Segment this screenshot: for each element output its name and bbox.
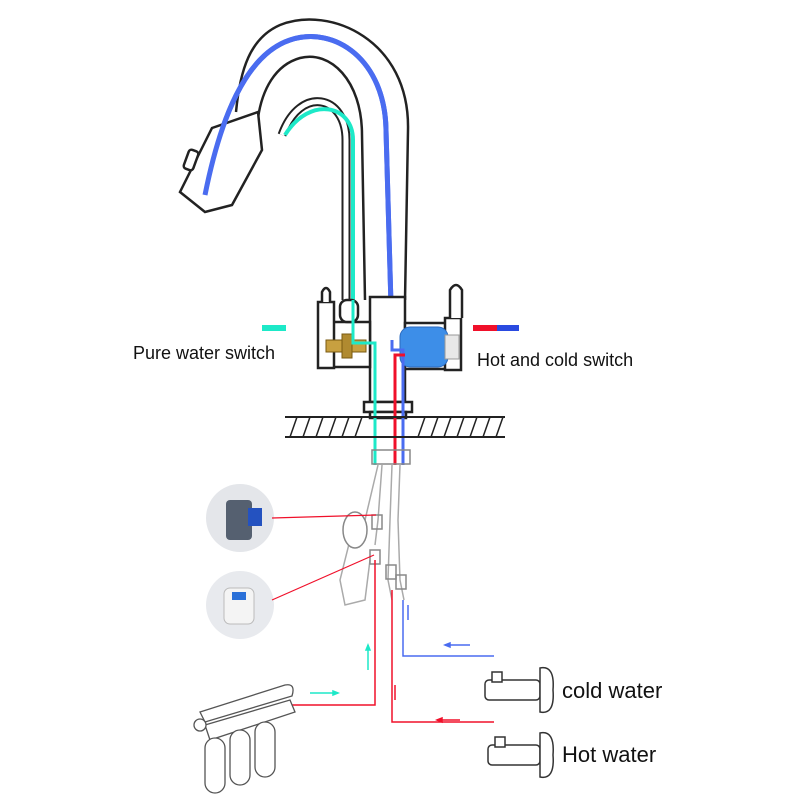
- hot-water-label: Hot water: [562, 742, 657, 767]
- hot-cold-switch-label: Hot and cold switch: [477, 350, 634, 370]
- inner-pipes: [351, 300, 405, 465]
- hot-cold-cartridge: [399, 326, 460, 368]
- callout-pointers: [271, 514, 377, 601]
- spray-head: [178, 110, 264, 214]
- pure-water-switch-label: Pure water switch: [133, 343, 276, 363]
- cold-water-label: cold water: [562, 678, 663, 703]
- wall-valves: [484, 666, 554, 779]
- legend-swatches: [262, 325, 519, 331]
- faucet-spout: [234, 18, 410, 301]
- countertop: [285, 416, 505, 438]
- pure-water-spout: [277, 97, 355, 300]
- callout-valve-image: [206, 484, 274, 639]
- filter-system: [193, 684, 296, 794]
- supply-lines: [288, 560, 494, 724]
- hoses: [339, 449, 411, 606]
